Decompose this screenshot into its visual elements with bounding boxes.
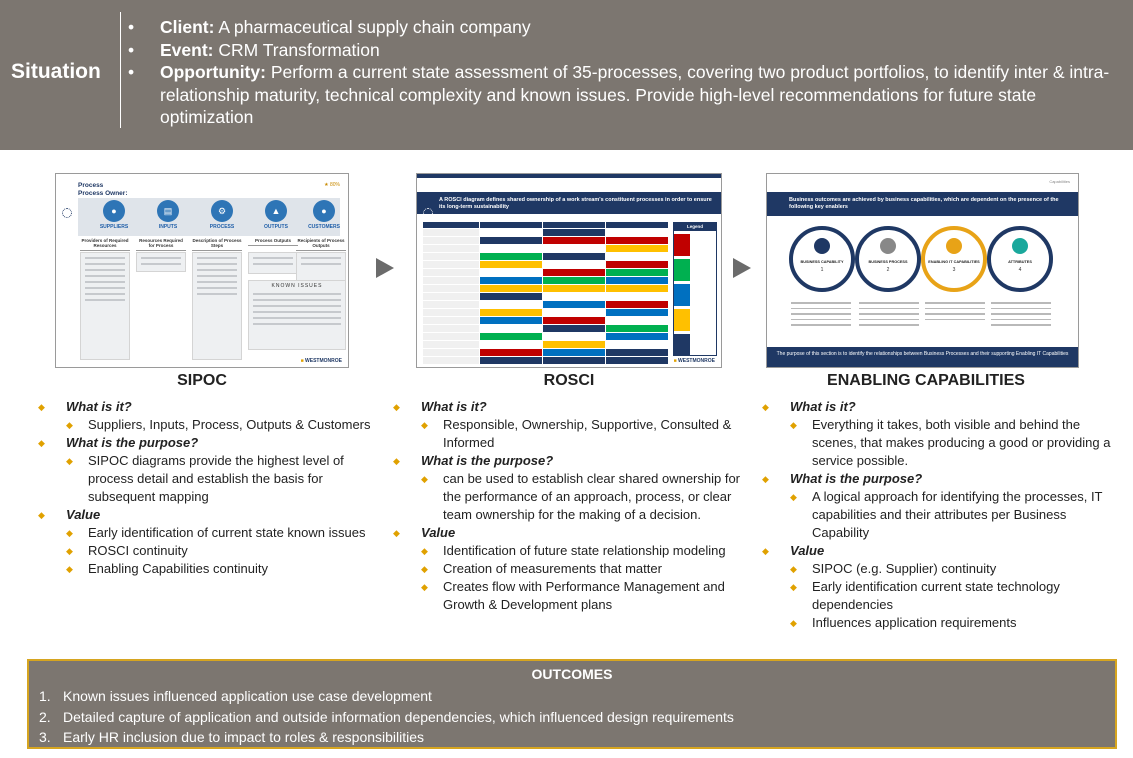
situation-list: Client: A pharmaceutical supply chain co… xyxy=(128,16,1123,129)
gears-icon: ⚙ xyxy=(211,200,233,222)
rosci-title: ROSCI xyxy=(543,372,595,389)
sipoc-value-heading: Value xyxy=(38,506,388,524)
brand-logo: ■ WESTMONROE xyxy=(673,358,715,364)
enabling-answer-purpose: A logical approach for identifying the p… xyxy=(762,488,1127,542)
sipoc-col-header: Recipients of Process Outputs xyxy=(296,238,346,251)
sipoc-detail-box xyxy=(80,252,130,360)
rosci-value-item: Creates flow with Performance Management… xyxy=(393,578,755,614)
sipoc-detail-box xyxy=(136,252,186,272)
enabling-question-purpose: What is the purpose? xyxy=(762,470,1127,488)
outcome-item: 3.Early HR inclusion due to impact to ro… xyxy=(39,729,425,745)
situation-banner: Situation Client: A pharmaceutical suppl… xyxy=(0,0,1133,150)
sipoc-value-item: ROSCI continuity xyxy=(38,542,388,560)
dots-icon xyxy=(62,208,72,218)
enabling-thumb-header: Business outcomes are achieved by busine… xyxy=(767,192,1078,216)
sipoc-col-header: Process Outputs xyxy=(248,238,298,246)
outcomes-box: OUTCOMES 1.Known issues influenced appli… xyxy=(27,659,1117,749)
rosci-legend: Legend xyxy=(673,222,717,356)
rosci-value-item: Creation of measurements that matter xyxy=(393,560,755,578)
enabling-question-what: What is it? xyxy=(762,398,1127,416)
sipoc-question-what: What is it? xyxy=(38,398,388,416)
enabling-thumb-footer: The purpose of this section is to identi… xyxy=(767,347,1078,367)
output-icon: ▲ xyxy=(265,200,287,222)
sipoc-thumb-title: Process Process Owner: xyxy=(78,182,128,197)
enabling-value-heading: Value xyxy=(762,542,1127,560)
sipoc-col-header: Providers of Required Resources xyxy=(80,238,130,251)
sipoc-title: SIPOC xyxy=(177,372,227,389)
star-rating: ★ 80% xyxy=(324,182,340,188)
outcomes-list: 1.Known issues influenced application us… xyxy=(39,686,734,748)
situation-item-client: Client: A pharmaceutical supply chain co… xyxy=(128,16,1123,39)
situation-item-opportunity: Opportunity: Perform a current state ass… xyxy=(128,61,1123,129)
brand-logo: ■ WESTMONROE xyxy=(300,358,342,364)
situation-label: Situation xyxy=(11,60,101,83)
rosci-description: What is it? Responsible, Ownership, Supp… xyxy=(393,398,755,614)
arrow-right-icon xyxy=(376,258,394,278)
enabling-slide-thumbnail: Capabilities Business outcomes are achie… xyxy=(766,173,1079,368)
stage-customers: ●CUSTOMERS xyxy=(300,200,348,230)
sipoc-answer-what: Suppliers, Inputs, Process, Outputs & Cu… xyxy=(38,416,388,434)
sipoc-detail-box xyxy=(248,252,298,274)
arrow-right-icon xyxy=(733,258,751,278)
outcome-item: 1.Known issues influenced application us… xyxy=(39,688,432,704)
sipoc-value-item: Enabling Capabilities continuity xyxy=(38,560,388,578)
enabling-value-item: Early identification current state techn… xyxy=(762,578,1127,614)
rosci-value-heading: Value xyxy=(393,524,755,542)
sipoc-slide-thumbnail: Process Process Owner: ★ 80% ●SUPPLIERS … xyxy=(55,173,349,368)
stage-outputs: ▲OUTPUTS xyxy=(252,200,300,230)
thumb-corner-label: Capabilities xyxy=(1049,179,1070,184)
rosci-question-what: What is it? xyxy=(393,398,755,416)
sipoc-question-purpose: What is the purpose? xyxy=(38,434,388,452)
people-icon: ● xyxy=(103,200,125,222)
enabling-value-item: Influences application requirements xyxy=(762,614,1127,632)
situation-divider xyxy=(120,12,121,128)
sipoc-col-header: Resources Required for Process xyxy=(136,238,186,251)
situation-item-event: Event: CRM Transformation xyxy=(128,39,1123,62)
known-issues-box: KNOWN ISSUES xyxy=(248,280,346,350)
sipoc-description: What is it? Suppliers, Inputs, Process, … xyxy=(38,398,388,578)
rosci-answer-purpose: can be used to establish clear shared ow… xyxy=(393,470,755,524)
dots-icon xyxy=(423,208,433,218)
rosci-answer-what: Responsible, Ownership, Supportive, Cons… xyxy=(393,416,755,452)
sipoc-answer-purpose: SIPOC diagrams provide the highest level… xyxy=(38,452,388,506)
outcome-item: 2.Detailed capture of application and ou… xyxy=(39,708,734,725)
sipoc-col-header: Description of Process Steps xyxy=(192,238,242,251)
customers-icon: ● xyxy=(313,200,335,222)
rosci-question-purpose: What is the purpose? xyxy=(393,452,755,470)
rosci-thumb-header: A ROSCI diagram defines shared ownership… xyxy=(417,192,721,214)
enabling-title: ENABLING CAPABILITIES xyxy=(827,372,1025,389)
sipoc-value-item: Early identification of current state kn… xyxy=(38,524,388,542)
enabling-value-item: SIPOC (e.g. Supplier) continuity xyxy=(762,560,1127,578)
rosci-value-item: Identification of future state relations… xyxy=(393,542,755,560)
sipoc-detail-box xyxy=(192,252,242,360)
hand-icon xyxy=(814,238,830,254)
sipoc-detail-box xyxy=(296,252,346,282)
gears-icon xyxy=(946,238,962,254)
stage-inputs: ▤INPUTS xyxy=(144,200,192,230)
rosci-matrix xyxy=(423,222,669,365)
document-icon: ▤ xyxy=(157,200,179,222)
list-icon xyxy=(1012,238,1028,254)
enabling-answer-what: Everything it takes, both visible and be… xyxy=(762,416,1127,470)
stage-suppliers: ●SUPPLIERS xyxy=(90,200,138,230)
rosci-slide-thumbnail: A ROSCI diagram defines shared ownership… xyxy=(416,173,722,368)
outcomes-title: OUTCOMES xyxy=(531,666,613,682)
enabling-description: What is it? Everything it takes, both vi… xyxy=(762,398,1127,632)
stage-process: ⚙PROCESS xyxy=(198,200,246,230)
gear-icon xyxy=(880,238,896,254)
